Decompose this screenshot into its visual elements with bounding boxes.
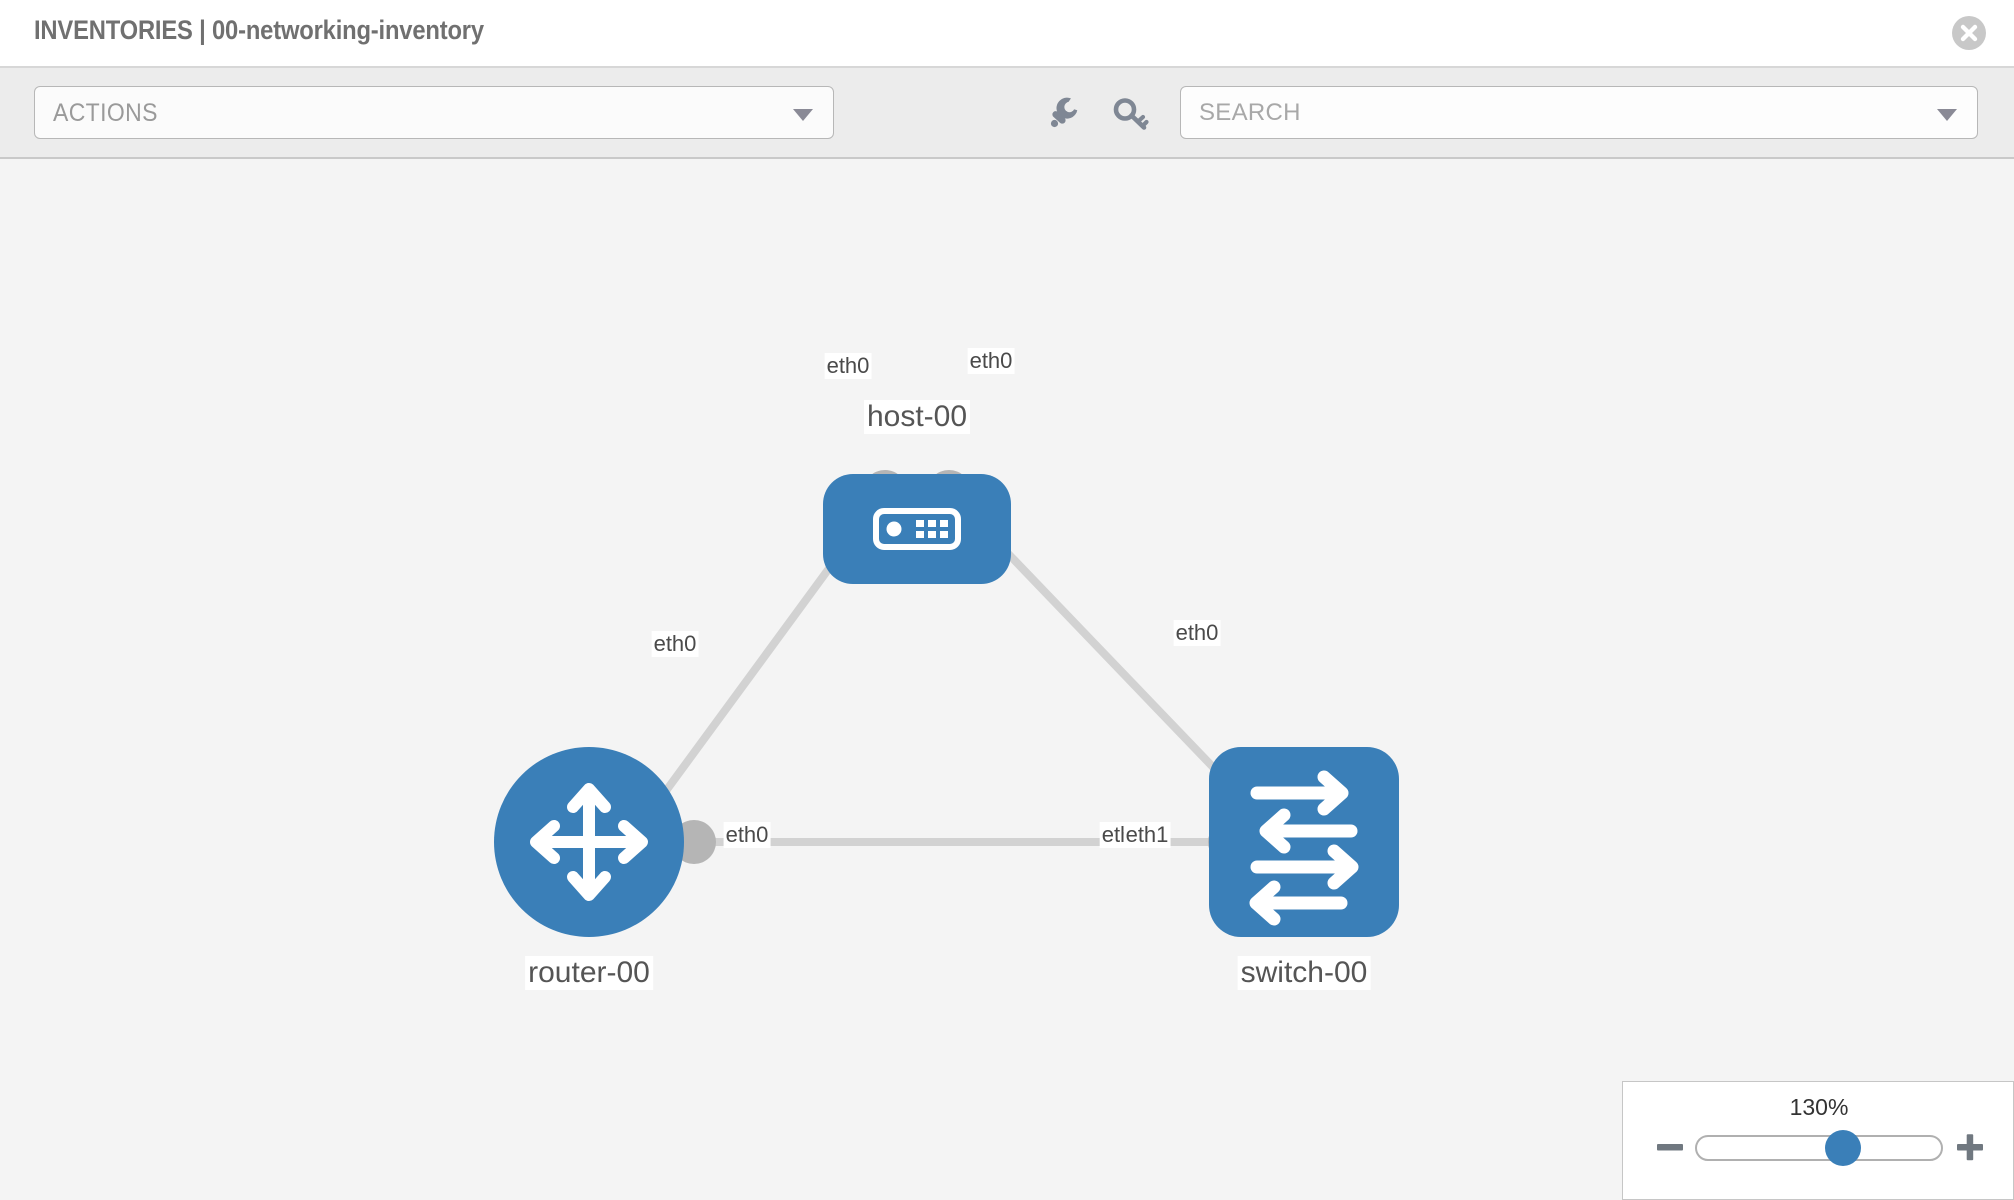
iface-label-switch-eth0-up: eth0 [1173,620,1221,646]
node-switch-00[interactable] [1209,747,1399,937]
close-icon[interactable] [1952,16,1986,50]
search-placeholder: SEARCH [1199,99,1301,126]
page-header: INVENTORIES | 00-networking-inventory [0,0,2014,68]
node-label-switch-00: switch-00 [1237,956,1371,990]
node-host-00[interactable] [823,474,1011,584]
node-label-host-00: host-00 [863,400,971,434]
key-icon[interactable] [1110,92,1152,134]
switch-arrows-icon [1249,770,1359,926]
actions-dropdown[interactable]: ACTIONS [34,86,834,139]
iface-label-router-eth0-up: eth0 [651,631,699,657]
zoom-slider[interactable] [1695,1130,1943,1166]
server-icon [873,508,961,550]
node-router-00[interactable] [494,747,684,937]
iface-label-switch-eth1: eth1 [1123,822,1171,848]
topology-canvas[interactable]: eth0 eth0 eth0 eth0 eth0 eth eth1 host-0… [0,159,2014,1200]
actions-dropdown-label: ACTIONS [53,99,158,127]
search-input[interactable]: SEARCH [1180,86,1978,139]
wrench-icon[interactable] [1043,92,1085,134]
page-title: INVENTORIES | 00-networking-inventory [34,15,484,45]
iface-label-host-eth0-left: eth0 [824,353,872,379]
chevron-down-icon [793,109,813,121]
topology-graph [494,470,1399,937]
iface-label-router-eth0-right: eth0 [723,822,771,848]
zoom-slider-thumb[interactable] [1825,1130,1862,1166]
router-arrows-icon [530,783,648,901]
zoom-in-button[interactable] [1953,1130,1987,1164]
toolbar: ACTIONS SEARCH [0,68,2014,159]
zoom-control-panel: 130% [1622,1081,2014,1200]
chevron-down-icon[interactable] [1937,109,1957,121]
node-label-router-00: router-00 [525,956,653,990]
iface-label-host-eth0-right: eth0 [967,348,1015,374]
zoom-level-label: 130% [1789,1094,1849,1120]
zoom-out-button[interactable] [1653,1130,1687,1164]
